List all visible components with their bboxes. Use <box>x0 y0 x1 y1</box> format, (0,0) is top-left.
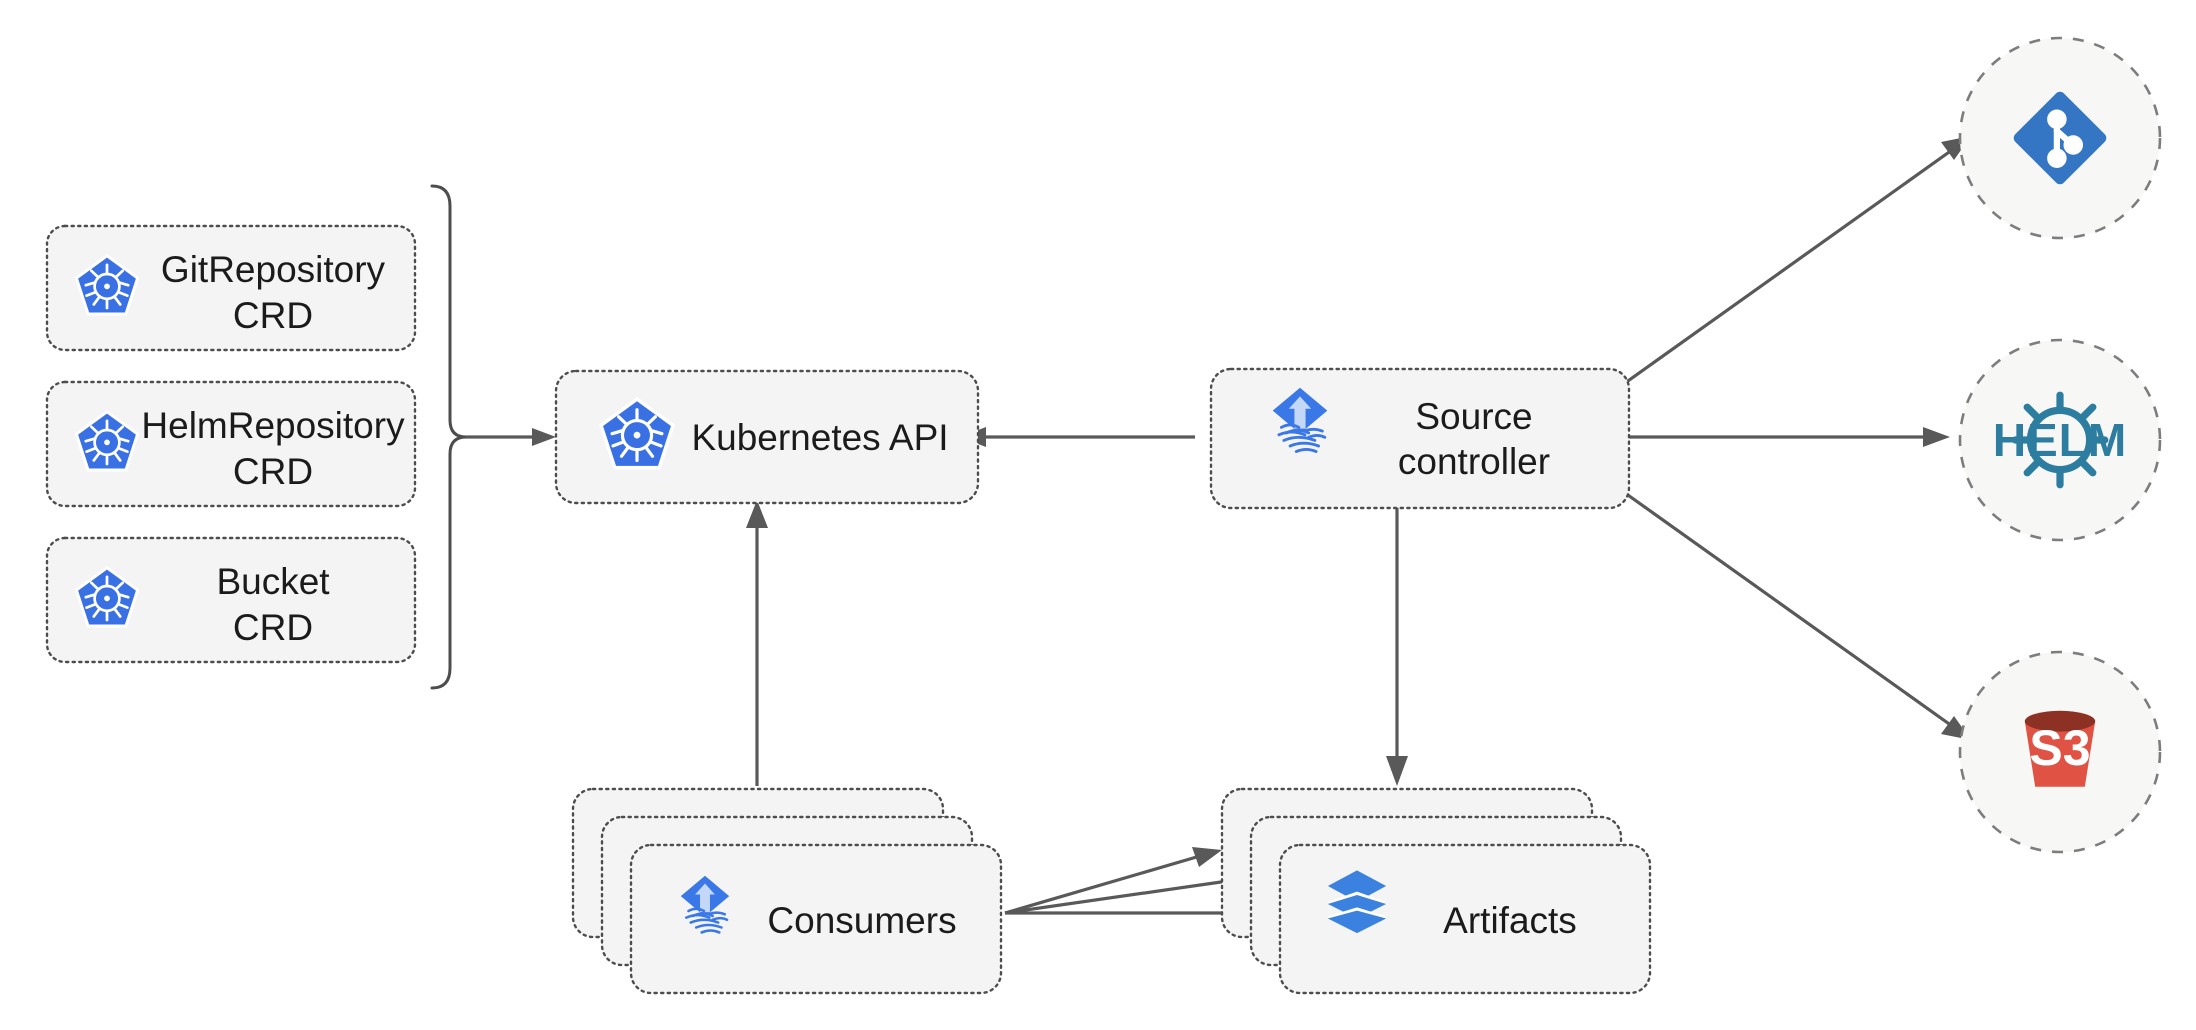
crd-card-helmrepository[interactable]: HelmRepository CRD <box>45 380 417 508</box>
crd-card-bucket[interactable]: Bucket CRD <box>45 536 417 664</box>
node-kubernetes-api[interactable]: Kubernetes API <box>554 369 980 505</box>
consumers-stack-front <box>629 843 1003 995</box>
node-source-controller[interactable]: Source controller <box>1209 367 1631 510</box>
node-consumers[interactable]: Consumers <box>571 787 1003 995</box>
crd-card-gitrepository[interactable]: GitRepository CRD <box>45 224 417 352</box>
crd-list: GitRepository CRD HelmRepository CRD Buc… <box>45 224 417 664</box>
edge-source-controller-to-artifacts <box>1386 508 1408 786</box>
node-label-source-controller-line1: Source <box>1415 396 1532 437</box>
node-label-kubernetes-api: Kubernetes API <box>691 417 948 458</box>
edge-source-controller-to-git <box>1603 136 1971 400</box>
crd-label-line1: Bucket <box>216 561 330 602</box>
node-label-artifacts: Artifacts <box>1443 900 1577 941</box>
edge-consumers-to-artifacts-1 <box>1004 847 1222 915</box>
source-circle-git[interactable] <box>1958 36 2162 240</box>
edge-consumers-to-kubernetes-api <box>746 500 768 786</box>
crd-group-brace <box>430 184 468 690</box>
crd-label-line2: CRD <box>233 607 313 648</box>
helm-label: HELM <box>1993 414 2127 466</box>
source-circle-helm[interactable]: HELM <box>1958 338 2162 542</box>
s3-label: S3 <box>2029 720 2090 776</box>
edge-source-controller-to-s3 <box>1603 476 1971 740</box>
edge-crds-to-kubernetes-api <box>466 428 556 446</box>
node-label-source-controller-line2: controller <box>1398 441 1550 482</box>
source-circle-s3[interactable]: S3 <box>1958 650 2162 854</box>
node-label-consumers: Consumers <box>767 900 956 941</box>
crd-label-line2: CRD <box>233 451 313 492</box>
crd-label-line1: HelmRepository <box>141 405 405 446</box>
edge-source-controller-to-helm <box>1604 427 1950 447</box>
node-artifacts[interactable]: Artifacts <box>1220 787 1652 995</box>
edge-source-controller-to-kubernetes-api <box>960 427 1195 447</box>
crd-label-line1: GitRepository <box>161 249 386 290</box>
crd-label-line2: CRD <box>233 295 313 336</box>
